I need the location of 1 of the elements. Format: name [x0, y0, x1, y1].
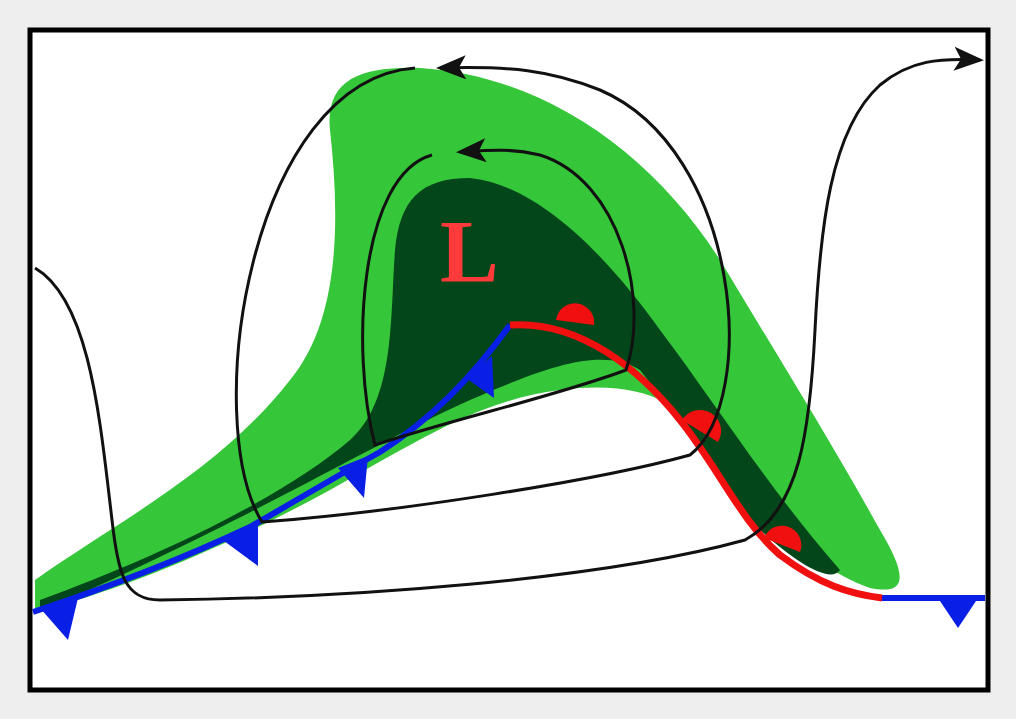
low-pressure-label: L: [440, 208, 499, 296]
